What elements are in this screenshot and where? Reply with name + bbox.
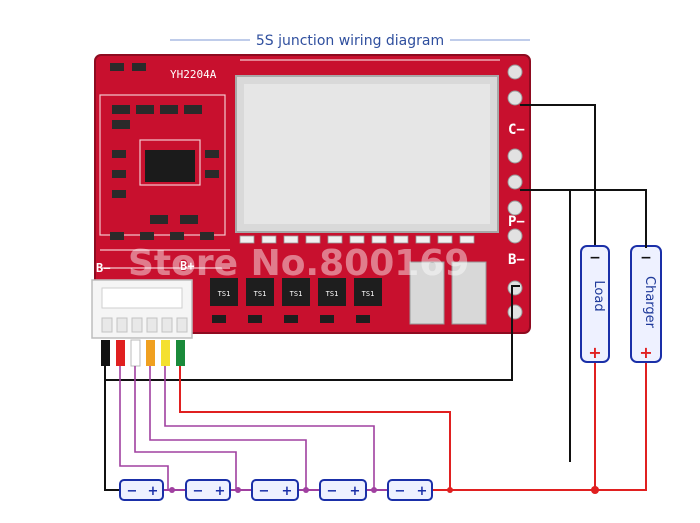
balance-wire-4	[164, 366, 375, 490]
junction-dot	[447, 487, 453, 493]
cell-plus-terminal: +	[148, 484, 159, 499]
red-wires	[179, 362, 647, 491]
smd-components	[110, 63, 219, 240]
connector-latch	[101, 287, 183, 309]
mosfet-chip	[282, 278, 310, 306]
wire-p-minus-charger	[570, 189, 647, 248]
watermark: Store No.800169	[128, 243, 469, 284]
control-ic	[145, 150, 195, 182]
transistor-row	[212, 315, 370, 323]
pad-label-c-minus: C−	[508, 122, 525, 138]
chip-label: TS1	[290, 290, 303, 298]
wire-stub-orange	[146, 340, 155, 366]
pcb-outline	[94, 54, 531, 334]
cell-plus-terminal: +	[282, 484, 293, 499]
wire-c-minus-load	[520, 104, 596, 248]
battery-cell: − +	[251, 479, 299, 501]
charger-device: − + Charger	[630, 245, 662, 363]
wire-stub-green	[176, 340, 185, 366]
battery-cells: − + − + − + − + − +	[119, 479, 433, 501]
pad-label-b-minus-right: B−	[508, 252, 525, 268]
wire-stub-black	[101, 340, 110, 366]
junction-dot	[591, 486, 599, 494]
cell-minus-terminal: −	[327, 484, 338, 499]
balance-wire-3	[149, 366, 307, 490]
wire-stub-red	[116, 340, 125, 366]
cell-junction-dots	[169, 487, 377, 493]
mosfet-row: TS1 TS1 TS1 TS1 TS1	[210, 278, 382, 306]
wire-stub-white	[130, 339, 141, 367]
wire-b-minus	[104, 366, 120, 491]
balance-wire-2	[134, 366, 237, 490]
bms-board: YH2204A	[91, 54, 531, 339]
charger-minus-terminal: −	[640, 250, 652, 266]
board-model-label: YH2204A	[170, 68, 217, 81]
wire-balance-top	[179, 366, 451, 490]
cell-plus-terminal: +	[215, 484, 226, 499]
cell-plus-terminal: +	[350, 484, 361, 499]
wire-b-minus-pad	[105, 285, 520, 381]
load-plus-terminal: +	[588, 343, 601, 362]
charger-plus-terminal: +	[639, 343, 652, 362]
mosfet-chip	[318, 278, 346, 306]
cell-minus-terminal: −	[395, 484, 406, 499]
battery-cell: − +	[387, 479, 433, 501]
balance-wires	[119, 366, 375, 490]
chip-label: TS1	[218, 290, 231, 298]
heatsink-face	[244, 84, 490, 224]
mosfet-chip	[210, 278, 238, 306]
charger-label: Charger	[642, 276, 657, 329]
pad-label-b-plus: B+	[180, 259, 194, 273]
load-label: Load	[591, 280, 606, 311]
silkscreen-lines	[99, 59, 500, 269]
battery-cell: − +	[319, 479, 367, 501]
wire-stub-yellow	[161, 340, 170, 366]
chip-label: TS1	[254, 290, 267, 298]
pad-label-b-minus-left: B−	[96, 261, 110, 275]
battery-cell: − +	[185, 479, 231, 501]
mosfet-chip	[354, 278, 382, 306]
wire-positive-charger	[430, 362, 647, 491]
load-device: − + Load	[580, 245, 610, 363]
balance-wire-1	[119, 366, 169, 490]
chip-label: TS1	[326, 290, 339, 298]
mosfet-chip	[246, 278, 274, 306]
connector-pins	[101, 317, 188, 333]
battery-cell: − +	[119, 479, 164, 501]
chip-label: TS1	[362, 290, 375, 298]
cell-minus-terminal: −	[193, 484, 204, 499]
cell-minus-terminal: −	[259, 484, 270, 499]
cell-minus-terminal: −	[127, 484, 138, 499]
busbar-left	[409, 261, 445, 325]
pad-label-p-minus: P−	[508, 214, 525, 230]
cell-plus-terminal: +	[417, 484, 428, 499]
connector-wire-stubs	[101, 339, 185, 367]
resistor-row	[239, 235, 475, 244]
diagram-title: 5S junction wiring diagram	[256, 33, 444, 49]
load-minus-terminal: −	[589, 250, 601, 266]
busbar-right	[451, 261, 487, 325]
